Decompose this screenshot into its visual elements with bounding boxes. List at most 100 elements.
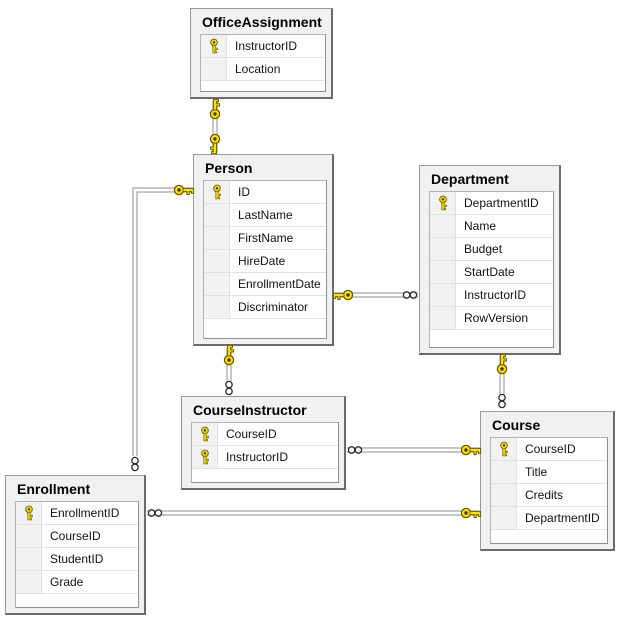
table-title: Course xyxy=(492,417,541,433)
column-name: Location xyxy=(235,62,281,76)
many-end-infinity-icon xyxy=(402,291,418,299)
primary-key-icon xyxy=(212,184,221,200)
primary-key-icon xyxy=(24,505,33,521)
column-row[interactable]: DepartmentID xyxy=(491,507,607,530)
column-row[interactable]: Grade xyxy=(16,571,138,594)
icon-cell xyxy=(430,215,456,237)
column-row[interactable]: Budget xyxy=(430,238,553,261)
icon-cell xyxy=(16,525,42,547)
many-end-infinity-icon xyxy=(347,446,363,454)
column-row[interactable]: HireDate xyxy=(204,250,326,273)
table-title: CourseInstructor xyxy=(193,402,307,418)
column-row[interactable]: InstructorID xyxy=(201,35,325,58)
column-row[interactable]: Credits xyxy=(491,484,607,507)
column-row[interactable]: LastName xyxy=(204,204,326,227)
column-name: HireDate xyxy=(238,254,286,268)
column-name: ID xyxy=(238,185,250,199)
column-row[interactable]: InstructorID xyxy=(192,446,338,469)
relationship-department-course[interactable] xyxy=(496,353,508,409)
column-name: Budget xyxy=(464,242,503,256)
primary-key-cell xyxy=(192,423,218,445)
column-row[interactable]: Discriminator xyxy=(204,296,326,319)
many-end-infinity-icon xyxy=(131,456,139,472)
icon-cell xyxy=(16,548,42,570)
primary-key-cell xyxy=(491,438,517,460)
table-title: Person xyxy=(205,160,253,176)
icon-cell xyxy=(16,571,42,593)
primary-key-cell xyxy=(430,192,456,214)
column-name: InstructorID xyxy=(464,288,527,302)
primary-key-icon xyxy=(200,426,209,442)
table-title: Enrollment xyxy=(17,481,91,497)
many-end-infinity-icon xyxy=(498,393,506,409)
table-title: OfficeAssignment xyxy=(202,14,322,30)
primary-key-icon xyxy=(209,38,218,54)
column-row[interactable]: Title xyxy=(491,461,607,484)
column-name: DepartmentID xyxy=(464,196,539,210)
column-name: StartDate xyxy=(464,265,515,279)
icon-cell xyxy=(201,58,227,80)
one-end-key-icon xyxy=(460,444,482,456)
column-row[interactable]: StudentID xyxy=(16,548,138,571)
relationship-person-courseinstructor[interactable] xyxy=(223,344,235,396)
column-name: CourseID xyxy=(226,427,277,441)
column-name: Grade xyxy=(50,575,84,589)
one-end-key-icon xyxy=(460,507,482,519)
table-grid: InstructorID Location xyxy=(200,34,326,92)
icon-cell xyxy=(491,484,517,506)
column-name: EnrollmentID xyxy=(50,506,120,520)
column-name: Name xyxy=(464,219,497,233)
icon-cell xyxy=(204,273,230,295)
primary-key-cell xyxy=(204,181,230,203)
column-row[interactable]: EnrollmentDate xyxy=(204,273,326,296)
many-end-infinity-icon xyxy=(147,509,163,517)
column-row[interactable]: Location xyxy=(201,58,325,81)
primary-key-cell xyxy=(201,35,227,57)
column-row[interactable]: ID xyxy=(204,181,326,204)
relationship-person-department[interactable] xyxy=(332,289,418,301)
icon-cell xyxy=(204,204,230,226)
column-row[interactable]: InstructorID xyxy=(430,284,553,307)
column-row[interactable]: CourseID xyxy=(491,438,607,461)
column-row[interactable]: StartDate xyxy=(430,261,553,284)
icon-cell xyxy=(204,296,230,318)
icon-cell xyxy=(491,507,517,529)
one-end-key-icon xyxy=(223,344,235,366)
relationship-officeassignment-person[interactable] xyxy=(209,98,221,155)
column-name: RowVersion xyxy=(464,311,529,325)
column-row[interactable]: Name xyxy=(430,215,553,238)
column-row[interactable]: CourseID xyxy=(16,525,138,548)
column-row[interactable]: FirstName xyxy=(204,227,326,250)
column-row[interactable]: DepartmentID xyxy=(430,192,553,215)
primary-key-icon xyxy=(200,449,209,465)
icon-cell xyxy=(204,250,230,272)
column-name: Title xyxy=(525,465,548,479)
column-name: InstructorID xyxy=(226,450,289,464)
relationship-enrollment-course[interactable] xyxy=(147,507,482,519)
column-name: Discriminator xyxy=(238,300,309,314)
column-row[interactable]: CourseID xyxy=(192,423,338,446)
column-name: CourseID xyxy=(525,442,576,456)
icon-cell xyxy=(491,461,517,483)
icon-cell xyxy=(204,227,230,249)
relationship-courseinstructor-course[interactable] xyxy=(347,444,482,456)
one-end-key-icon xyxy=(496,353,508,375)
one-end-key-icon xyxy=(209,98,221,120)
icon-cell xyxy=(430,238,456,260)
icon-cell xyxy=(430,261,456,283)
column-name: LastName xyxy=(238,208,293,222)
column-row[interactable]: EnrollmentID xyxy=(16,502,138,525)
column-name: EnrollmentDate xyxy=(238,277,321,291)
column-row[interactable]: RowVersion xyxy=(430,307,553,330)
one-end-key-icon xyxy=(332,289,354,301)
